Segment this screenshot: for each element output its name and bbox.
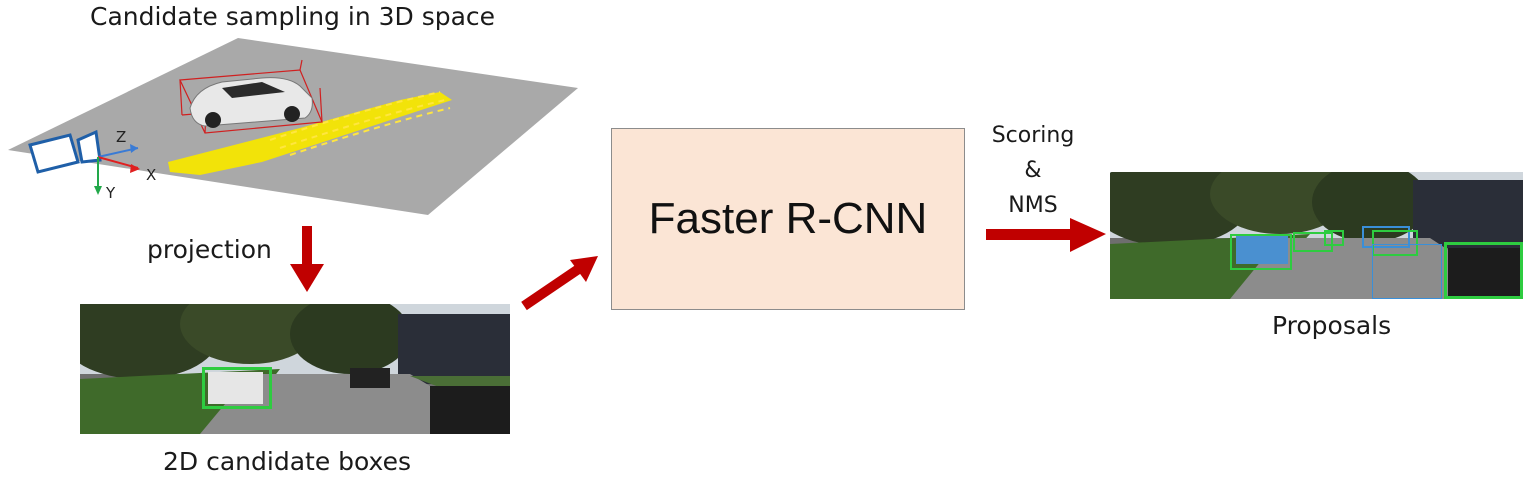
nms-text: NMS bbox=[1008, 193, 1058, 218]
proposal-box bbox=[1372, 230, 1418, 256]
proposal-box bbox=[1444, 242, 1523, 299]
proposals-caption: Proposals bbox=[1272, 311, 1392, 340]
proposals-photo bbox=[1110, 172, 1523, 299]
proposal-box bbox=[1230, 234, 1292, 270]
camera-icon bbox=[28, 129, 102, 174]
3d-sampling-scene bbox=[8, 38, 578, 215]
axes-icon bbox=[94, 144, 140, 195]
axis-x-label: X bbox=[146, 166, 157, 184]
proposal-box bbox=[1372, 244, 1442, 299]
projection-label: projection bbox=[147, 235, 272, 264]
proposal-box bbox=[1362, 226, 1410, 248]
ground-plane bbox=[8, 38, 578, 215]
car-model bbox=[189, 77, 313, 128]
proposal-box bbox=[1293, 232, 1333, 252]
input-arrow bbox=[521, 256, 598, 311]
faster-rcnn-box: Faster R-CNN bbox=[611, 128, 965, 310]
candidate-caption: 2D candidate boxes bbox=[163, 447, 411, 476]
axis-z-label: Z bbox=[116, 128, 127, 146]
candidate-box bbox=[202, 367, 272, 409]
output-arrow bbox=[986, 218, 1106, 252]
faster-rcnn-label: Faster R-CNN bbox=[648, 194, 928, 243]
sample-trail bbox=[168, 92, 452, 175]
scoring-nms-label: Scoring & NMS bbox=[985, 118, 1081, 223]
axis-y-label: Y bbox=[106, 184, 116, 202]
candidate-photo bbox=[80, 304, 510, 434]
sample-trail-dashes bbox=[269, 91, 451, 156]
amp-text: & bbox=[1024, 158, 1042, 183]
sampling-caption: Candidate sampling in 3D space bbox=[90, 2, 496, 31]
projection-arrow bbox=[290, 226, 324, 292]
scoring-text: Scoring bbox=[991, 123, 1075, 148]
proposal-box bbox=[1324, 230, 1344, 246]
